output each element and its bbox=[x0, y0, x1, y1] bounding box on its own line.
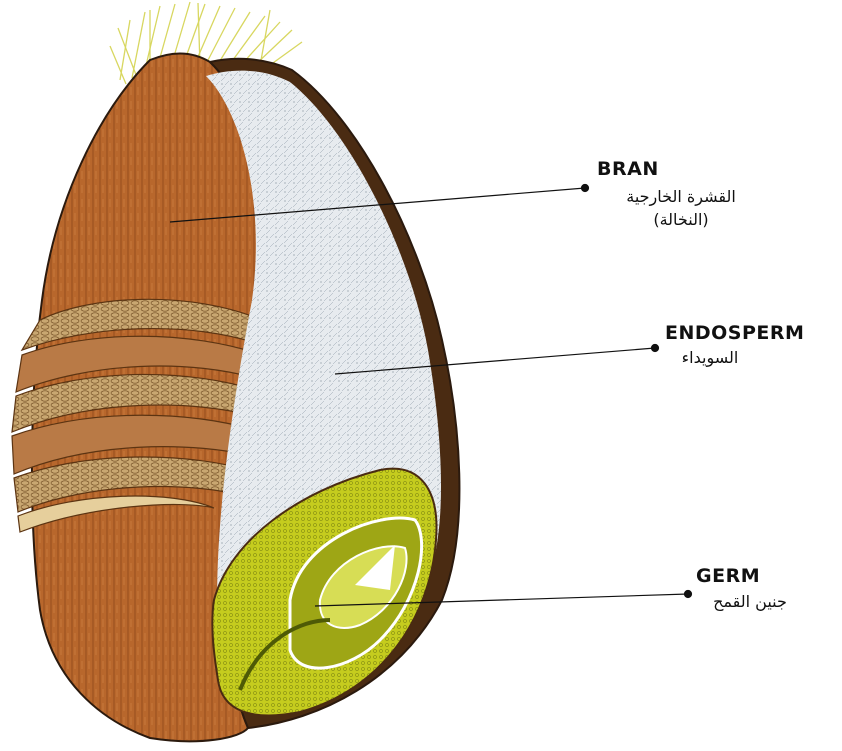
bran-label: BRAN bbox=[597, 158, 659, 180]
endosperm-label-arabic: السويداء bbox=[660, 348, 760, 367]
bran-label-arabic-line1: القشرة الخارجية bbox=[596, 187, 766, 206]
germ-label: GERM bbox=[696, 565, 760, 587]
endosperm-label: ENDOSPERM bbox=[665, 322, 804, 344]
germ-label-arabic: جنين القمح bbox=[690, 592, 810, 611]
bran-label-arabic-line2: (النخالة) bbox=[596, 210, 766, 229]
